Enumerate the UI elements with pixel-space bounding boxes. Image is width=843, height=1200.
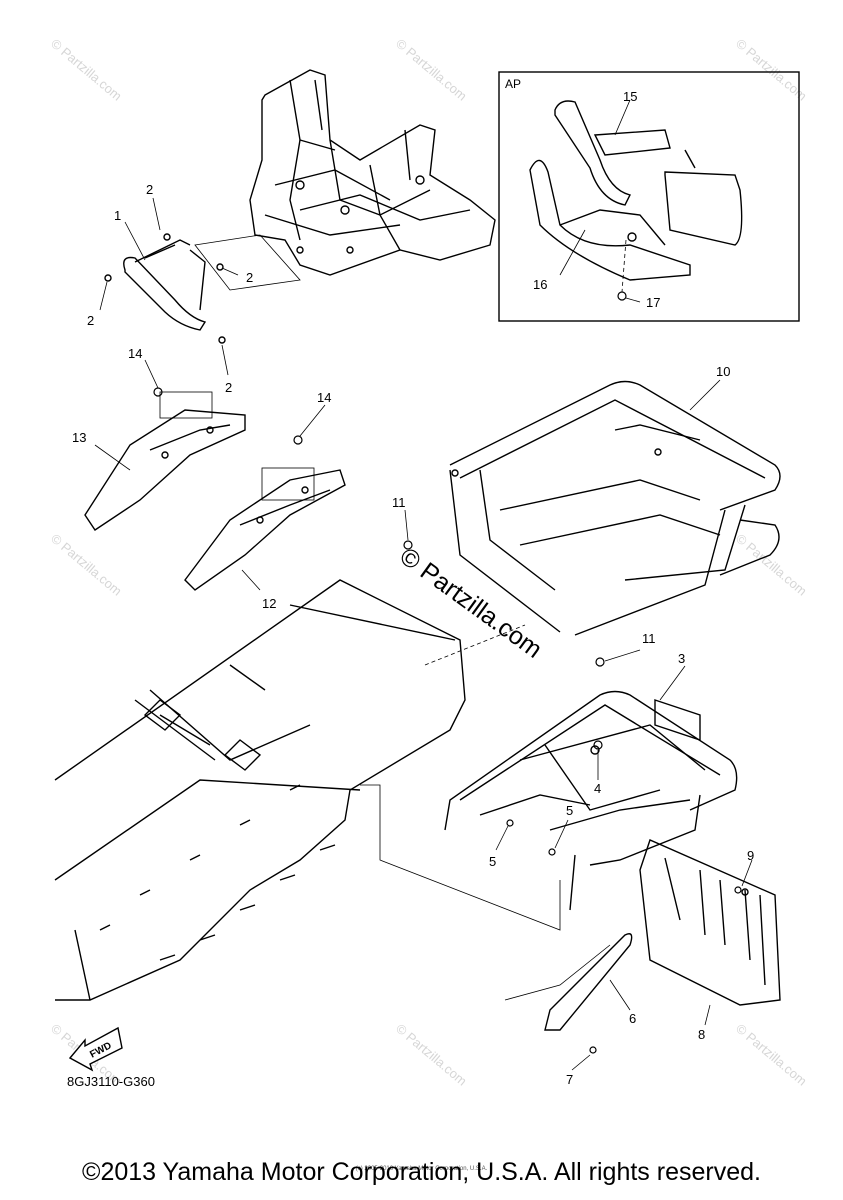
callout-5: 5 (489, 854, 496, 869)
front-guard (104, 233, 226, 344)
callout-numbers: 1 2 2 2 2 14 14 13 12 11 11 10 3 4 5 5 6… (72, 89, 754, 1087)
callout-14: 14 (128, 346, 142, 361)
bolt-14-icon (293, 435, 303, 445)
clip-9-icon (734, 886, 742, 894)
watermark: © Partzilla.com (48, 531, 125, 599)
callout-13: 13 (72, 430, 86, 445)
watermark: © Partzilla.com (393, 36, 470, 104)
fasteners (153, 387, 742, 1054)
callout-5: 5 (566, 803, 573, 818)
mud-flap-8 (639, 839, 781, 1006)
clip-5-icon (506, 819, 514, 827)
ap-skid-plate-16 (529, 159, 691, 281)
vehicle-frame (194, 69, 496, 291)
bolt-11-icon (403, 540, 413, 550)
callout-6: 6 (629, 1011, 636, 1026)
callout-2: 2 (246, 270, 253, 285)
callout-2: 2 (87, 313, 94, 328)
callout-1: 1 (114, 208, 121, 223)
callout-17: 17 (646, 295, 660, 310)
callout-8: 8 (698, 1027, 705, 1042)
callout-leaders (94, 99, 753, 1071)
ap-inset: AP (498, 71, 800, 322)
callout-16: 16 (533, 277, 547, 292)
cargo-frame-10 (449, 380, 781, 636)
skid-plate-12 (184, 467, 346, 591)
callout-2: 2 (146, 182, 153, 197)
callout-11: 11 (392, 495, 406, 510)
inset-border (498, 71, 800, 322)
callout-4: 4 (594, 781, 601, 796)
leader-line (424, 624, 526, 666)
clip-7-icon (589, 1046, 597, 1054)
diagram-code: 8GJ3110-G360 (67, 1074, 155, 1089)
callout-10: 10 (716, 364, 730, 379)
bolt-4-icon (593, 740, 603, 750)
vehicle-body (54, 579, 466, 1001)
callout-12: 12 (262, 596, 276, 611)
callout-3: 3 (678, 651, 685, 666)
watermark: © Partzilla.com (48, 36, 125, 104)
callout-14: 14 (317, 390, 331, 405)
watermark: © Partzilla.com (393, 1021, 470, 1089)
fwd-arrow-icon: FWD (68, 1026, 123, 1072)
center-watermark: © Partzilla.com (394, 542, 547, 664)
small-copyright: (c) 2005-2016 Yamaha Motor Corporation, … (355, 1166, 488, 1172)
callout-2: 2 (225, 380, 232, 395)
callout-15: 15 (623, 89, 637, 104)
callout-11: 11 (642, 631, 656, 646)
rear-rack-3 (444, 690, 738, 911)
callout-7: 7 (566, 1072, 573, 1087)
copyright-footer: ©2013 Yamaha Motor Corporation, U.S.A. A… (82, 1158, 761, 1186)
callout-9: 9 (747, 848, 754, 863)
watermark: © Partzilla.com (733, 1021, 810, 1089)
leader-line (360, 784, 561, 931)
skid-plate-13 (84, 391, 246, 531)
clip-5-icon (548, 848, 556, 856)
inset-label: AP (505, 77, 521, 91)
ap-guard-15 (554, 100, 743, 246)
side-cover-6 (504, 933, 633, 1031)
bolt-11-icon (595, 657, 605, 667)
